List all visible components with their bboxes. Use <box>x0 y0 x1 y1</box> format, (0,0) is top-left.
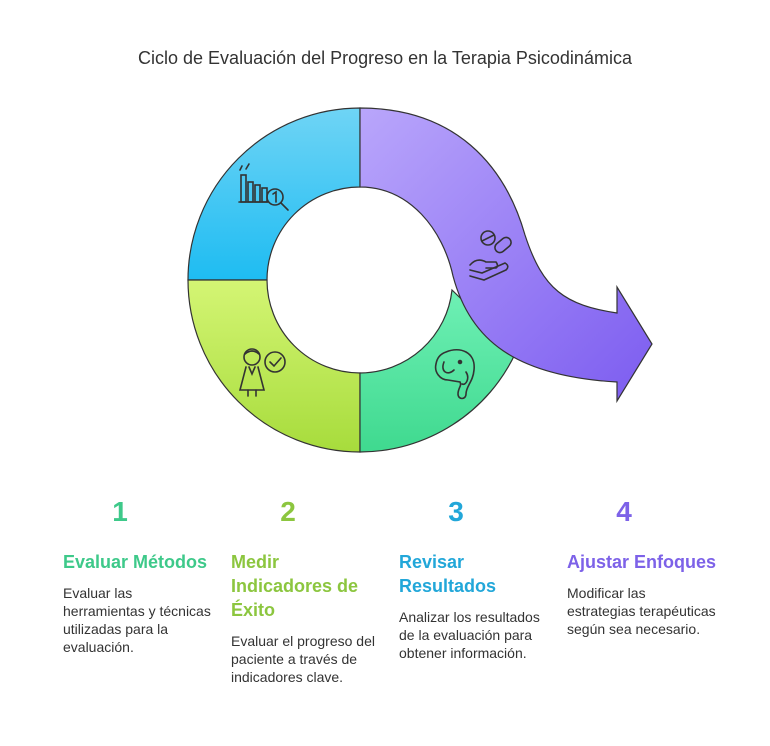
cycle-diagram <box>187 107 653 453</box>
step-description: Modificar las estrategias terapéuticas s… <box>567 585 716 637</box>
step-3: 3 Revisar Resultados Analizar los result… <box>399 495 549 662</box>
step-heading: Ajustar Enfoques <box>567 552 717 572</box>
step-description: Evaluar el progreso del paciente a travé… <box>231 633 375 685</box>
chart-magnifier-icon <box>238 163 289 211</box>
step-heading: Revisar Resultados <box>399 552 497 596</box>
step-number: 1 <box>112 496 128 527</box>
step-description: Analizar los resultados de la evaluación… <box>399 609 540 661</box>
step-2: 2 Medir Indicadores de Éxito Evaluar el … <box>231 495 381 686</box>
step-heading: Medir Indicadores de Éxito <box>231 552 359 620</box>
step-4: 4 Ajustar Enfoques Modificar las estrate… <box>567 495 717 638</box>
step-description: Evaluar las herramientas y técnicas util… <box>63 585 211 655</box>
segment-arrow <box>359 107 653 404</box>
person-check-icon <box>238 348 286 397</box>
pills-hand-icon <box>469 230 512 281</box>
step-heading: Evaluar Métodos <box>63 552 208 572</box>
elephant-icon <box>434 348 475 400</box>
step-1: 1 Evaluar Métodos Evaluar las herramient… <box>63 495 213 656</box>
step-number: 4 <box>616 496 632 527</box>
diagram-title: Ciclo de Evaluación del Progreso en la T… <box>138 48 632 68</box>
step-number: 2 <box>280 496 296 527</box>
step-number: 3 <box>448 496 464 527</box>
